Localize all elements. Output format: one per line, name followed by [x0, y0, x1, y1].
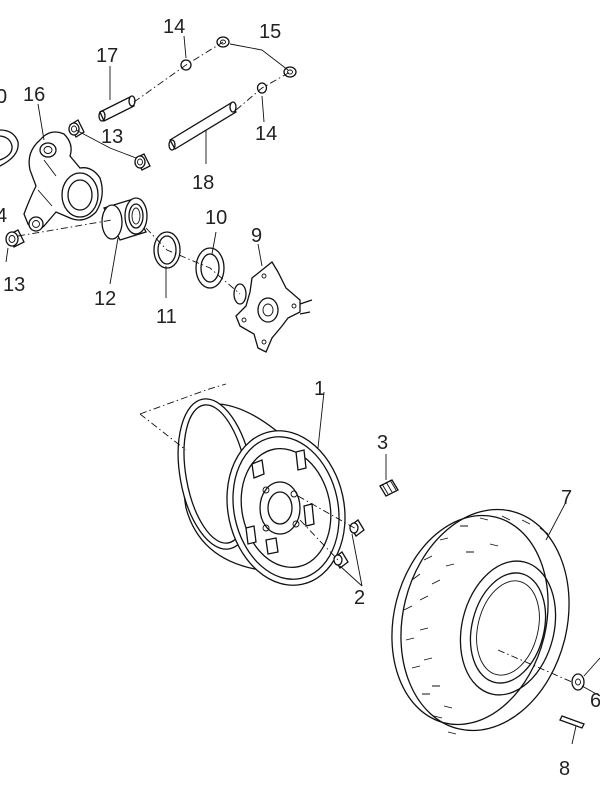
label-6: 6: [590, 690, 600, 712]
part-12-bearing: [101, 197, 148, 241]
part-10-seal-left-partial: [0, 129, 19, 167]
part-10-seal: [195, 247, 225, 289]
part-14-oring-right: [256, 82, 268, 94]
label-14-top: 14: [163, 16, 185, 38]
label-13-upper: 13: [101, 126, 123, 148]
label-10: 10: [205, 207, 227, 229]
label-7: 7: [561, 487, 572, 509]
part-13-bushing-middle: [134, 153, 151, 171]
label-3: 3: [377, 432, 388, 454]
part-14-oring-top: [180, 59, 192, 71]
label-1: 1: [314, 378, 325, 400]
part-1-rim: [177, 398, 346, 586]
label-11: 11: [156, 306, 177, 328]
part-2-lugnut-upper: [349, 519, 365, 537]
label-13-lower: 13: [3, 274, 25, 296]
part-15-washer-right: [283, 66, 297, 78]
part-9-hub: [233, 261, 313, 353]
part-17-pin: [98, 95, 136, 122]
label-16: 16: [23, 84, 45, 106]
part-11-circlip: [153, 231, 181, 269]
part-3-stud: [379, 479, 399, 497]
part-16-knuckle: [23, 131, 103, 232]
label-17: 17: [96, 45, 118, 67]
part-13-bushing-upper: [68, 119, 85, 138]
label-8: 8: [559, 758, 570, 780]
part-6-washer: [571, 673, 585, 691]
part-7-tire: [391, 508, 570, 735]
label-9: 9: [251, 225, 262, 247]
label-4: 4: [0, 205, 7, 227]
label-18: 18: [192, 172, 214, 194]
leader-lines: [5, 35, 600, 745]
part-2-lugnut-lower: [333, 551, 349, 569]
label-14-right: 14: [255, 123, 277, 145]
label-15: 15: [259, 21, 281, 43]
part-15-washer-top: [216, 36, 230, 48]
label-12: 12: [94, 288, 116, 310]
label-2: 2: [354, 587, 365, 609]
part-13-bushing-lower: [5, 229, 25, 248]
label-10-partial: 0: [0, 86, 7, 108]
part-8-valve: [559, 715, 585, 729]
part-18-pin: [168, 101, 237, 151]
